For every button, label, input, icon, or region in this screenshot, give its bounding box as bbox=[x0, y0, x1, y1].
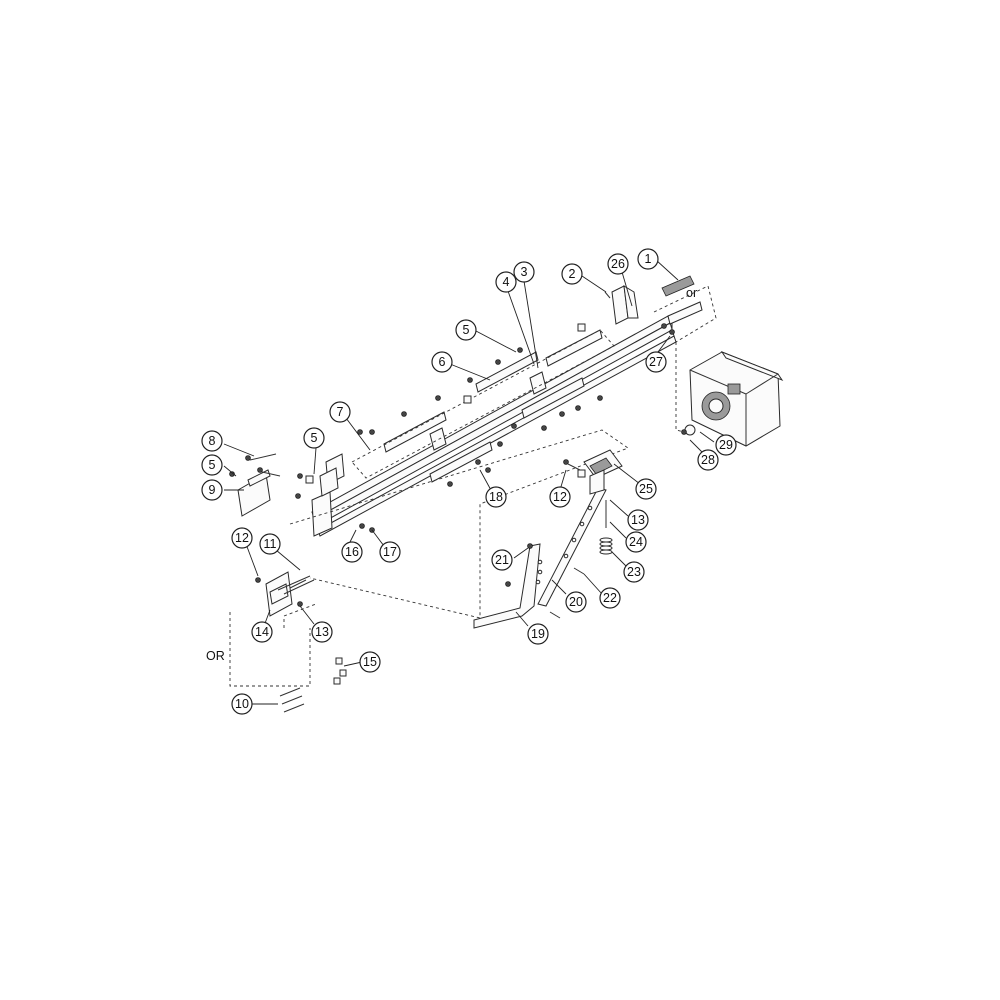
callout-24: 24 bbox=[625, 531, 647, 553]
svg-text:16: 16 bbox=[345, 545, 359, 559]
callout-13-door: 13 bbox=[311, 621, 333, 643]
callout-10: 10 bbox=[231, 693, 253, 715]
svg-text:17: 17 bbox=[383, 545, 397, 559]
svg-text:11: 11 bbox=[264, 537, 277, 551]
svg-text:5: 5 bbox=[463, 323, 470, 337]
door-arm-assembly bbox=[473, 449, 623, 629]
part-1-inserts: or bbox=[653, 275, 717, 343]
callout-28: 28 bbox=[697, 449, 719, 471]
callout-8: 8 bbox=[201, 430, 223, 452]
callout-5-left: 5 bbox=[201, 454, 223, 476]
svg-text:28: 28 bbox=[701, 453, 715, 467]
callout-25: 25 bbox=[635, 478, 657, 500]
svg-text:24: 24 bbox=[629, 535, 643, 549]
svg-text:4: 4 bbox=[503, 275, 510, 289]
callout-4: 4 bbox=[495, 271, 517, 293]
callout-6: 6 bbox=[431, 351, 453, 373]
svg-text:23: 23 bbox=[627, 565, 641, 579]
callout-12-trolley: 12 bbox=[549, 486, 571, 508]
or-label-left: OR bbox=[206, 649, 225, 663]
svg-text:12: 12 bbox=[553, 490, 567, 504]
callout-23: 23 bbox=[623, 561, 645, 583]
callout-5-mid: 5 bbox=[303, 427, 325, 449]
callout-1: 1 bbox=[637, 248, 659, 270]
svg-text:14: 14 bbox=[255, 625, 269, 639]
svg-text:3: 3 bbox=[521, 265, 528, 279]
callout-3: 3 bbox=[513, 261, 535, 283]
callout-19: 19 bbox=[527, 623, 549, 645]
svg-text:19: 19 bbox=[531, 627, 545, 641]
door-bracket: OR bbox=[206, 571, 347, 713]
callout-27: 27 bbox=[645, 351, 667, 373]
callout-15: 15 bbox=[359, 651, 381, 673]
callout-7: 7 bbox=[329, 401, 351, 423]
rail-assembly bbox=[295, 285, 677, 537]
svg-text:5: 5 bbox=[209, 458, 216, 472]
callout-17: 17 bbox=[379, 541, 401, 563]
or-label-top: or bbox=[686, 286, 697, 300]
callout-20: 20 bbox=[565, 591, 587, 613]
svg-text:1: 1 bbox=[645, 252, 652, 266]
svg-text:5: 5 bbox=[311, 431, 318, 445]
callout-22: 22 bbox=[599, 587, 621, 609]
callout-13-trolley: 13 bbox=[627, 509, 649, 531]
callout-18: 18 bbox=[485, 486, 507, 508]
spring bbox=[599, 537, 613, 555]
svg-text:27: 27 bbox=[649, 355, 663, 369]
svg-text:21: 21 bbox=[495, 553, 509, 567]
callout-29: 29 bbox=[715, 434, 737, 456]
callout-5-top: 5 bbox=[455, 319, 477, 341]
svg-text:2: 2 bbox=[569, 267, 576, 281]
svg-text:13: 13 bbox=[631, 513, 645, 527]
header-bracket bbox=[229, 453, 281, 517]
callout-14: 14 bbox=[251, 621, 273, 643]
svg-text:29: 29 bbox=[719, 438, 733, 452]
callout-16: 16 bbox=[341, 541, 363, 563]
callout-21: 21 bbox=[491, 549, 513, 571]
svg-text:6: 6 bbox=[439, 355, 446, 369]
callout-9: 9 bbox=[201, 479, 223, 501]
callout-12-door: 12 bbox=[231, 527, 253, 549]
svg-text:26: 26 bbox=[611, 257, 625, 271]
leader-lines bbox=[223, 259, 715, 705]
callout-26: 26 bbox=[607, 253, 629, 275]
svg-text:12: 12 bbox=[235, 531, 249, 545]
svg-text:7: 7 bbox=[337, 405, 344, 419]
callout-2: 2 bbox=[561, 263, 583, 285]
callouts: 1 2 3 4 26 5 6 27 7 5 8 5 9 29 28 18 12 … bbox=[201, 248, 737, 715]
motor-unit bbox=[675, 342, 784, 447]
svg-text:18: 18 bbox=[489, 490, 503, 504]
svg-text:22: 22 bbox=[603, 591, 617, 605]
svg-text:25: 25 bbox=[639, 482, 653, 496]
svg-text:13: 13 bbox=[315, 625, 329, 639]
svg-text:10: 10 bbox=[235, 697, 249, 711]
svg-text:15: 15 bbox=[363, 655, 377, 669]
rail-screws bbox=[295, 347, 603, 533]
svg-text:8: 8 bbox=[209, 434, 216, 448]
callout-11: 11 bbox=[259, 533, 281, 555]
svg-text:9: 9 bbox=[209, 483, 216, 497]
svg-text:20: 20 bbox=[569, 595, 583, 609]
